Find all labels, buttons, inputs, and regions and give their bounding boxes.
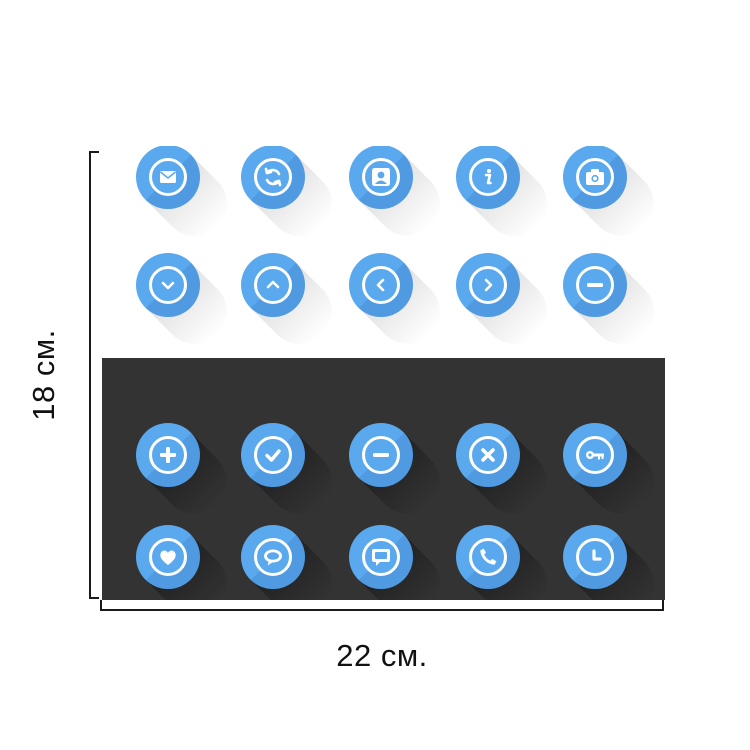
icon-ring (576, 436, 614, 474)
light-icon-panel (102, 146, 665, 358)
icon-ring (362, 538, 400, 576)
width-dimension-line (100, 609, 664, 611)
icon-ring (254, 266, 292, 304)
phone-icon (476, 545, 500, 569)
icon-ring (254, 538, 292, 576)
minus-icon (583, 273, 607, 297)
clock-icon (583, 545, 607, 569)
icon-badge (349, 423, 454, 528)
dark-icon-panel (102, 358, 665, 600)
icon-badge (349, 146, 454, 250)
envelope-icon (156, 165, 180, 189)
icon-ring (254, 436, 292, 474)
icon-badge (241, 525, 346, 600)
icon-ring (469, 538, 507, 576)
icon-ring (469, 436, 507, 474)
close-icon (476, 443, 500, 467)
icon-badge (136, 525, 241, 600)
icon-ring (362, 266, 400, 304)
width-dimension-tick-left (100, 600, 102, 611)
icon-badge (456, 253, 561, 358)
info-icon (476, 165, 500, 189)
icon-ring (469, 158, 507, 196)
icon-ring (576, 266, 614, 304)
icon-ring (469, 266, 507, 304)
refresh-icon (261, 165, 285, 189)
heart-icon (156, 545, 180, 569)
icon-badge (241, 423, 346, 528)
height-dimension-tick-top (89, 151, 99, 153)
plus-icon (156, 443, 180, 467)
icon-badge (456, 525, 561, 600)
icon-ring (362, 158, 400, 196)
icon-badge (136, 146, 241, 250)
width-dimension-tick-right (662, 600, 664, 611)
icon-badge (563, 253, 665, 358)
icon-badge (136, 423, 241, 528)
camera-icon (583, 165, 607, 189)
check-icon (261, 443, 285, 467)
icon-ring (149, 538, 187, 576)
icon-ring (362, 436, 400, 474)
icon-badge (241, 146, 346, 250)
icon-badge (136, 253, 241, 358)
chevron-right-icon (476, 273, 500, 297)
icon-badge (241, 253, 346, 358)
icon-badge (349, 253, 454, 358)
icon-badge (563, 423, 665, 528)
height-dimension-tick-bottom (89, 597, 99, 599)
icon-ring (576, 158, 614, 196)
chat-bubble-icon (261, 545, 285, 569)
icon-badge (563, 525, 665, 600)
chevron-left-icon (369, 273, 393, 297)
message-icon (369, 545, 393, 569)
height-dimension-label: 18 см. (26, 329, 61, 421)
icon-badge (563, 146, 665, 250)
user-icon (369, 165, 393, 189)
icon-badge (456, 423, 561, 528)
chevron-down-icon (156, 273, 180, 297)
icon-ring (149, 158, 187, 196)
icon-ring (576, 538, 614, 576)
minus-icon (369, 443, 393, 467)
key-icon (583, 443, 607, 467)
icon-ring (149, 266, 187, 304)
width-dimension-label: 22 см. (336, 638, 428, 673)
icon-badge (349, 525, 454, 600)
chevron-up-icon (261, 273, 285, 297)
icon-ring (149, 436, 187, 474)
icon-badge (456, 146, 561, 250)
height-dimension-line (89, 151, 91, 599)
icon-ring (254, 158, 292, 196)
